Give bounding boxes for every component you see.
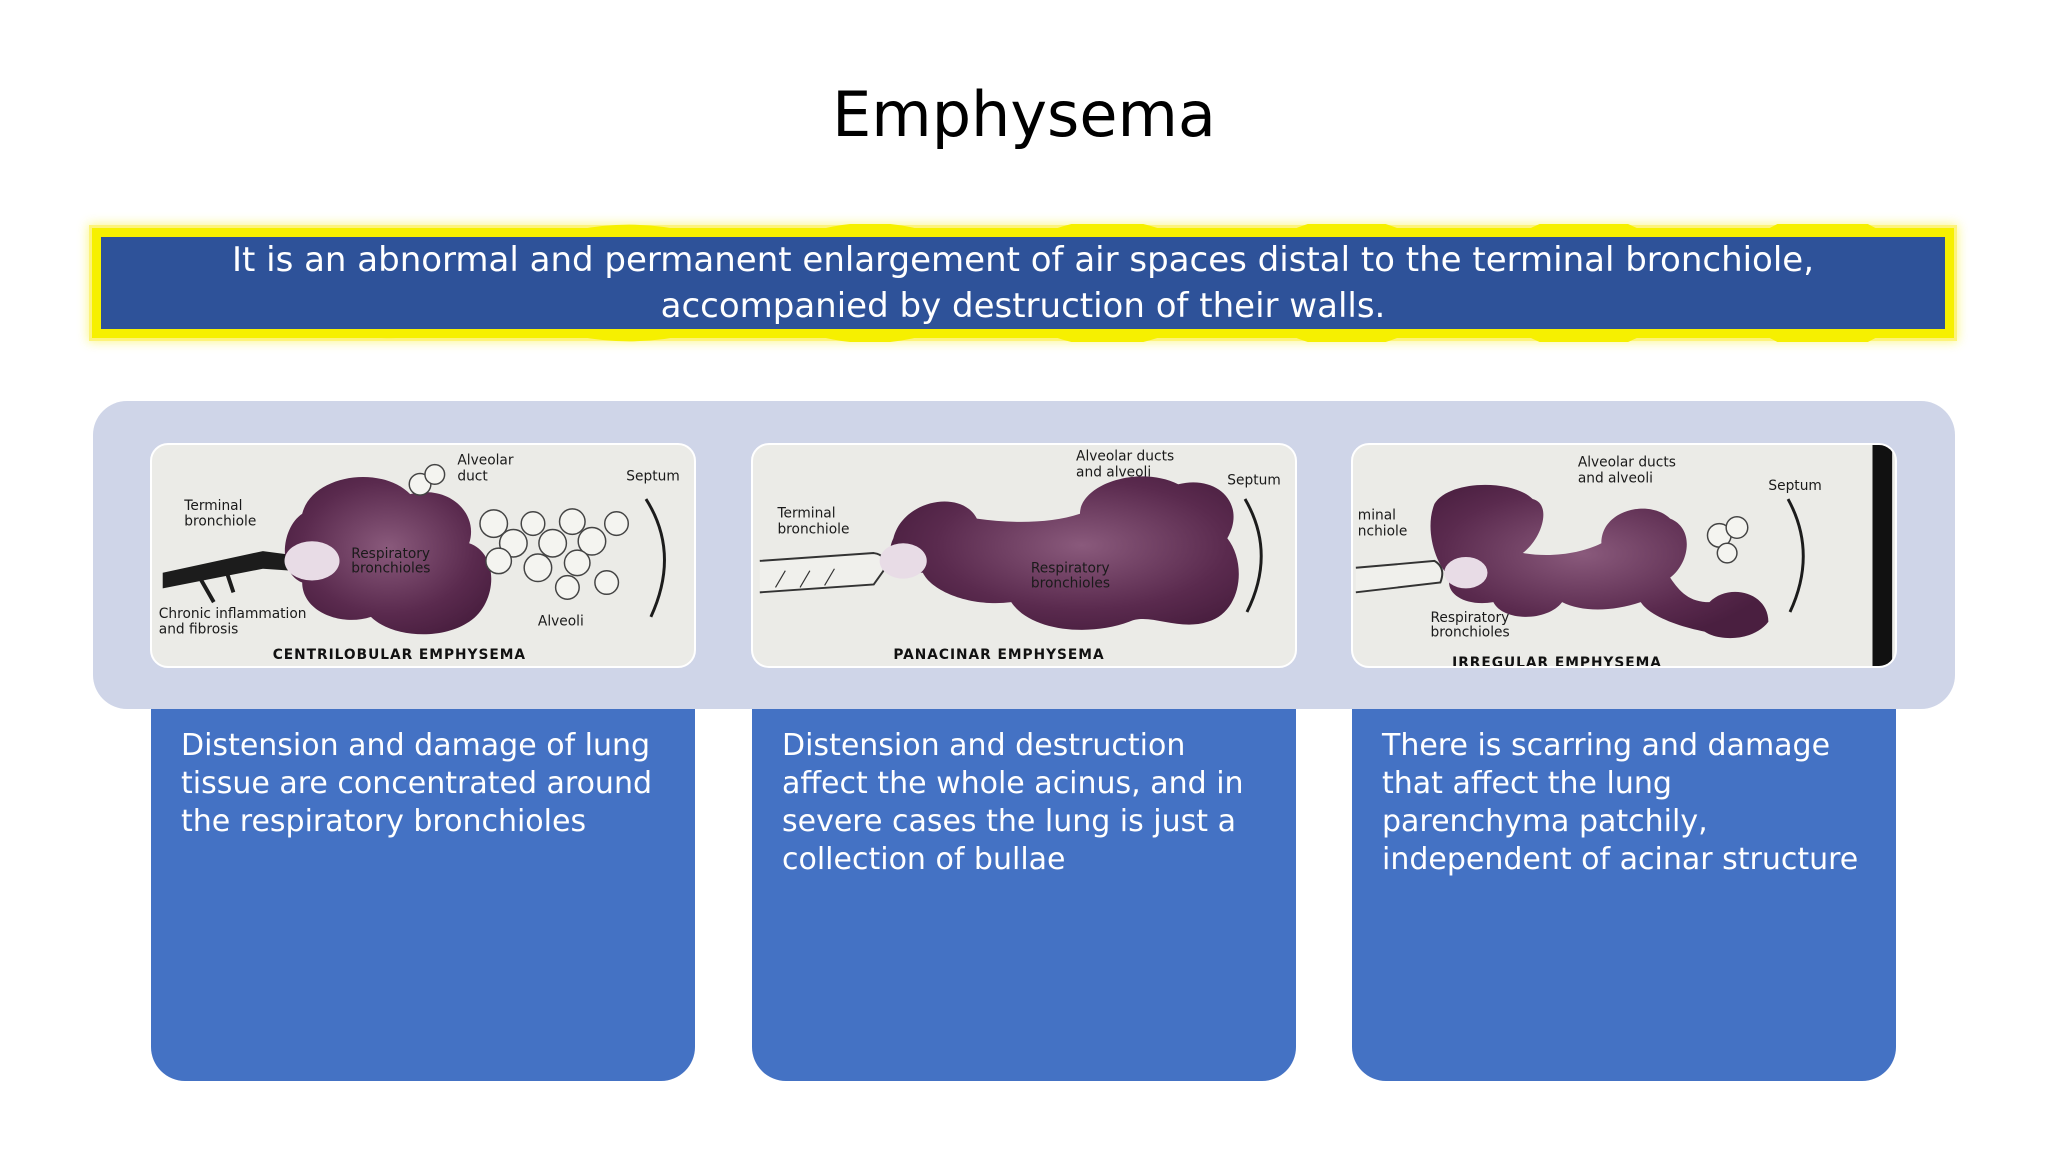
label-terminal-b: bronchiole — [184, 514, 256, 530]
label-resp-a: Respiratory — [1431, 610, 1510, 626]
centrilobular-card: Distension and damage of lung tissue are… — [151, 709, 695, 1081]
label-terminal-a: Terminal — [183, 498, 242, 514]
label-terminal-a: Terminal — [776, 506, 835, 522]
label-alveolar-a: Alveolar ducts — [1076, 449, 1174, 465]
panacinar-illustration: Terminal bronchiole Alveolar ducts and a… — [751, 443, 1297, 668]
panacinar-card: Distension and destruction affect the wh… — [752, 709, 1296, 1081]
caption-panacinar: PANACINAR EMPHYSEMA — [893, 647, 1104, 663]
label-resp-a: Respiratory — [351, 546, 430, 562]
label-alveolar-b: and alveoli — [1076, 464, 1151, 480]
irregular-illustration: minal nchiole Alveolar ducts and alveoli… — [1351, 443, 1897, 668]
label-chronic-b: and fibrosis — [159, 622, 239, 638]
label-alveolar-a: Alveolar ducts — [1578, 455, 1676, 471]
panacinar-description: Distension and destruction affect the wh… — [782, 728, 1244, 877]
label-terminal-b: nchiole — [1358, 523, 1408, 539]
banner-bottom-edge — [101, 330, 1945, 342]
label-terminal-a: minal — [1358, 508, 1396, 524]
irregular-description: There is scarring and damage that affect… — [1382, 728, 1858, 877]
banner-top-edge — [101, 224, 1945, 236]
definition-banner: It is an abnormal and permanent enlargem… — [92, 228, 1954, 338]
label-alveolar-a: Alveolar — [457, 453, 513, 469]
caption-centrilobular: CENTRILOBULAR EMPHYSEMA — [273, 647, 526, 663]
label-alveoli: Alveoli — [538, 614, 584, 630]
label-resp-b: bronchioles — [351, 561, 430, 577]
label-alveolar-b: and alveoli — [1578, 470, 1653, 486]
centrilobular-illustration: Terminal bronchiole Alveolar duct Septum… — [150, 443, 696, 668]
irregular-card: There is scarring and damage that affect… — [1352, 709, 1896, 1081]
centrilobular-description: Distension and damage of lung tissue are… — [181, 728, 652, 839]
label-terminal-b: bronchiole — [777, 521, 849, 537]
label-resp-a: Respiratory — [1031, 561, 1110, 577]
label-chronic-a: Chronic inflammation — [159, 606, 307, 622]
label-alveolar-b: duct — [457, 468, 488, 484]
label-septum: Septum — [1227, 472, 1280, 488]
slide-title: Emphysema — [0, 78, 2048, 152]
caption-irregular: IRREGULAR EMPHYSEMA — [1452, 655, 1662, 666]
label-septum: Septum — [1768, 478, 1821, 494]
label-septum: Septum — [626, 468, 679, 484]
label-resp-b: bronchioles — [1431, 625, 1510, 641]
label-resp-b: bronchioles — [1031, 575, 1110, 591]
definition-text: It is an abnormal and permanent enlargem… — [141, 237, 1905, 329]
